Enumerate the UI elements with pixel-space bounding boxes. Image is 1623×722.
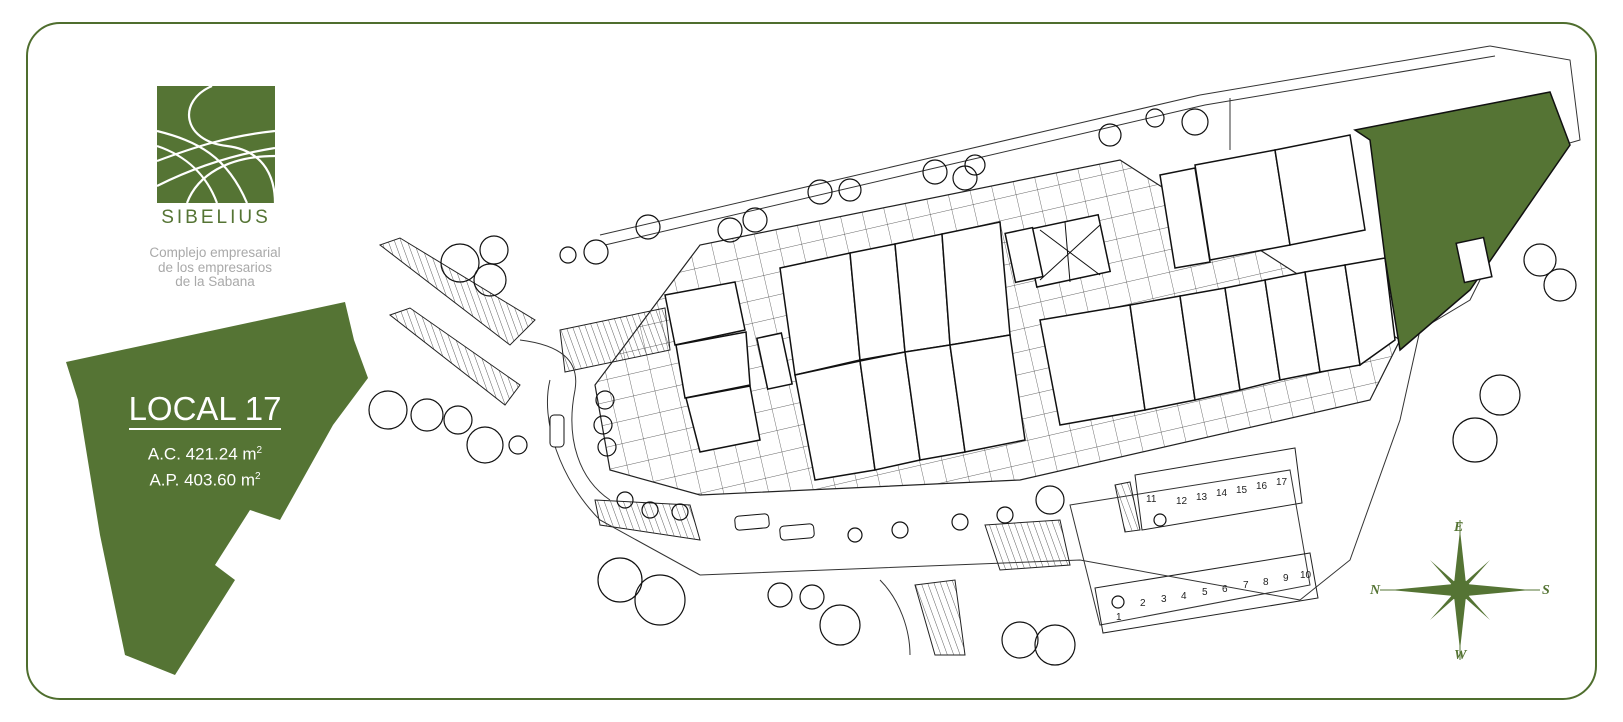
- tagline-line-3: de la Sabana: [175, 274, 255, 289]
- parking-upper: [1134, 447, 1303, 531]
- parking-stall: 7: [1243, 580, 1249, 591]
- parking-stall: 9: [1283, 573, 1289, 584]
- unit-ac: A.C. 421.24 m2: [147, 444, 263, 464]
- brand-tagline: Complejo empresarial de los empresarios …: [120, 245, 310, 290]
- compass-rose-icon: [1380, 520, 1540, 660]
- parking-stall: 2: [1140, 598, 1146, 609]
- roads: [519, 339, 1311, 656]
- parking-stall: 16: [1256, 481, 1268, 492]
- brand-name: SIBELIUS: [161, 207, 271, 228]
- parking-lower: [1094, 552, 1319, 634]
- accessibility-icon: [1111, 513, 1167, 609]
- stairs-west: [559, 307, 671, 373]
- local-17-highlight[interactable]: [1353, 91, 1571, 352]
- tagline-line-1: Complejo empresarial: [149, 245, 281, 260]
- parking-stall: 11: [1146, 494, 1157, 505]
- ramp-upper: [378, 237, 536, 346]
- parking-stall: 4: [1181, 591, 1187, 602]
- unit-title: LOCAL 17: [105, 390, 305, 430]
- car-icon: [549, 414, 815, 541]
- trees: [368, 108, 1577, 666]
- logo-mark: [157, 86, 275, 203]
- ramp-middle: [388, 307, 521, 406]
- sibelius-logo-icon: [157, 86, 275, 203]
- compass-west: W: [1454, 648, 1467, 663]
- parking-stall: 3: [1161, 594, 1167, 605]
- parking-stall: 5: [1202, 587, 1208, 598]
- parking-stall: 12: [1176, 496, 1188, 507]
- parking-stall: 13: [1196, 492, 1208, 503]
- compass-north: N: [1370, 583, 1381, 598]
- compass-south: S: [1542, 583, 1550, 598]
- building-blocks: [664, 134, 1396, 481]
- stairs-parking: [1114, 481, 1141, 533]
- map-frame: [26, 22, 1597, 700]
- parking-stall: 6: [1222, 584, 1228, 595]
- stairs-south-west: [594, 499, 701, 541]
- stairs-south: [984, 519, 1071, 571]
- ramp-south: [914, 579, 966, 656]
- parking-stall: 15: [1236, 485, 1248, 496]
- parking-stall: 14: [1216, 488, 1228, 499]
- parking-stall: 1: [1116, 612, 1122, 623]
- unit-area: A.C. 421.24 m2 A.P. 403.60 m2: [105, 440, 305, 491]
- core-hatch: [1039, 221, 1101, 283]
- parking-stall: 10: [1300, 570, 1312, 581]
- parking-stall: 8: [1263, 577, 1269, 588]
- parking-stall: 17: [1276, 477, 1288, 488]
- compass-east: E: [1454, 520, 1464, 535]
- tagline-line-2: de los empresarios: [157, 259, 273, 275]
- unit-ap: A.P. 403.60 m2: [149, 470, 261, 490]
